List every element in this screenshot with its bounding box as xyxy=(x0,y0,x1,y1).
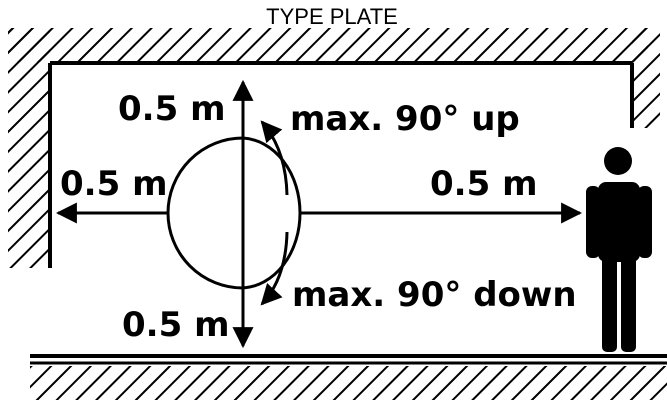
left-distance-label: 0.5 m xyxy=(60,164,168,204)
left-wall xyxy=(8,28,52,268)
tilt-down-arrow xyxy=(260,231,289,306)
person-icon xyxy=(586,147,652,352)
tilt-up-arrow xyxy=(260,120,289,196)
right-distance-label: 0.5 m xyxy=(430,164,538,204)
device-outline xyxy=(166,136,302,290)
top-distance-label: 0.5 m xyxy=(118,89,226,129)
bottom-distance-label: 0.5 m xyxy=(122,305,230,345)
tilt-down-label: max. 90° down xyxy=(292,275,577,315)
tilt-up-label: max. 90° up xyxy=(290,99,520,139)
diagram-title: TYPE PLATE xyxy=(266,4,398,29)
right-wall xyxy=(630,28,660,128)
ceiling xyxy=(8,28,648,65)
floor xyxy=(30,354,667,400)
